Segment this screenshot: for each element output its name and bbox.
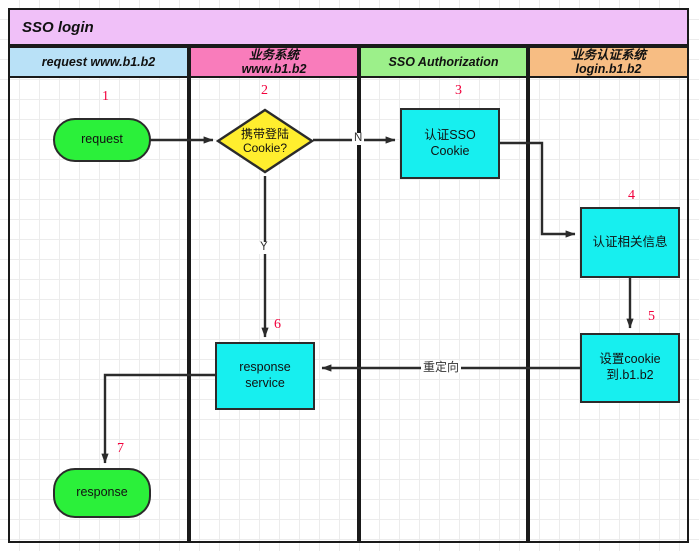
node-response-service[interactable]: response service — [215, 342, 315, 410]
edge-label-redirect: 重定向 — [421, 360, 462, 374]
lane-header-auth-label: 业务认证系统 login.b1.b2 — [570, 48, 646, 76]
node-set-cookie[interactable]: 设置cookie 到.b1.b2 — [580, 333, 680, 403]
step-number-7: 7 — [117, 441, 124, 456]
step-number-5: 5 — [648, 309, 655, 324]
lane-header-sso-label: SSO Authorization — [388, 55, 499, 69]
lane-header-sso: SSO Authorization — [359, 46, 528, 78]
node-cookie-check-label: 携带登陆 Cookie? — [240, 126, 289, 155]
lane-header-business-label: 业务系统 www.b1.b2 — [241, 48, 307, 76]
lane-header-auth: 业务认证系统 login.b1.b2 — [528, 46, 689, 78]
lane-body-request — [8, 78, 189, 541]
step-number-4: 4 — [628, 188, 635, 203]
diamond-shape — [216, 108, 314, 174]
edge-label-yes: Y — [258, 241, 270, 254]
node-auth-info-label: 认证相关信息 — [592, 234, 668, 249]
pool-title-label: SSO login — [22, 18, 94, 36]
node-request-label: request — [81, 132, 123, 147]
step-number-1: 1 — [102, 89, 109, 104]
step-number-3: 3 — [455, 83, 462, 98]
step-number-6: 6 — [274, 317, 281, 332]
lane-body-business — [189, 78, 359, 541]
lane-body-sso — [359, 78, 528, 541]
lane-header-request: request www.b1.b2 — [8, 46, 189, 78]
lane-header-business: 业务系统 www.b1.b2 — [189, 46, 359, 78]
node-request[interactable]: request — [53, 118, 151, 162]
node-response[interactable]: response — [53, 468, 151, 518]
node-response-service-label: response service — [239, 360, 291, 390]
node-response-label: response — [76, 485, 128, 500]
node-cookie-check[interactable]: 携带登陆 Cookie? — [216, 108, 314, 174]
node-set-cookie-label: 设置cookie 到.b1.b2 — [599, 352, 661, 382]
edge-label-no: N — [352, 132, 365, 145]
step-number-2: 2 — [261, 83, 268, 98]
node-verify-sso-cookie-label: 认证SSO Cookie — [424, 127, 476, 158]
node-auth-info[interactable]: 认证相关信息 — [580, 207, 680, 278]
node-verify-sso-cookie[interactable]: 认证SSO Cookie — [400, 108, 500, 179]
pool-title: SSO login — [8, 8, 689, 46]
lane-header-request-label: request www.b1.b2 — [41, 55, 156, 69]
lane-body-auth — [528, 78, 689, 541]
